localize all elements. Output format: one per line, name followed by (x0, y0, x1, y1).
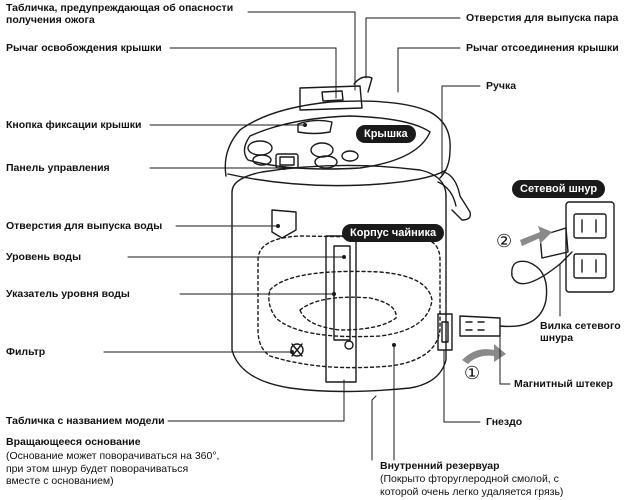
socket-label: Гнездо (486, 416, 523, 428)
water-outlet-label: Отверстия для выпуска воды (6, 220, 163, 232)
plug-label: Вилка сетевого шнура (540, 320, 621, 344)
lid-lock-button-label: Кнопка фиксации крышки (6, 119, 142, 131)
model-plate-label: Табличка с названием модели (6, 415, 165, 427)
step-1-marker: ① (464, 363, 481, 383)
water-level-label: Уровень воды (6, 251, 82, 263)
inner-container-note: (Покрыто фторуглеродной смолой, с которо… (380, 473, 564, 498)
magnetic-plug-label: Магнитный штекер (514, 378, 613, 390)
steam-vent-label: Отверстия для выпуска пара (466, 12, 619, 24)
lid-release-lever-label: Рычаг освобождения крышки (6, 42, 162, 54)
lid-tag: Крышка (356, 125, 416, 143)
water-level-indicator-label: Указатель уровня воды (6, 288, 130, 300)
handle-label: Ручка (486, 80, 517, 92)
power-cord-tag: Сетевой шнур (512, 180, 606, 198)
swivel-base-note: (Основание может поворачиваться на 360°,… (6, 450, 220, 487)
swivel-base-title: Вращающееся основание (6, 436, 141, 448)
body-tag: Корпус чайника (342, 224, 445, 242)
filter-label: Фильтр (6, 346, 46, 358)
warning-plate-label: Табличка, предупреждающая об опасности п… (6, 2, 234, 26)
inner-container-title: Внутренний резервуар (380, 460, 500, 472)
lid-detach-lever-label: Рычаг отсоединения крышки (466, 42, 619, 54)
step-2-marker: ② (496, 231, 513, 251)
control-panel-label: Панель управления (6, 162, 110, 174)
